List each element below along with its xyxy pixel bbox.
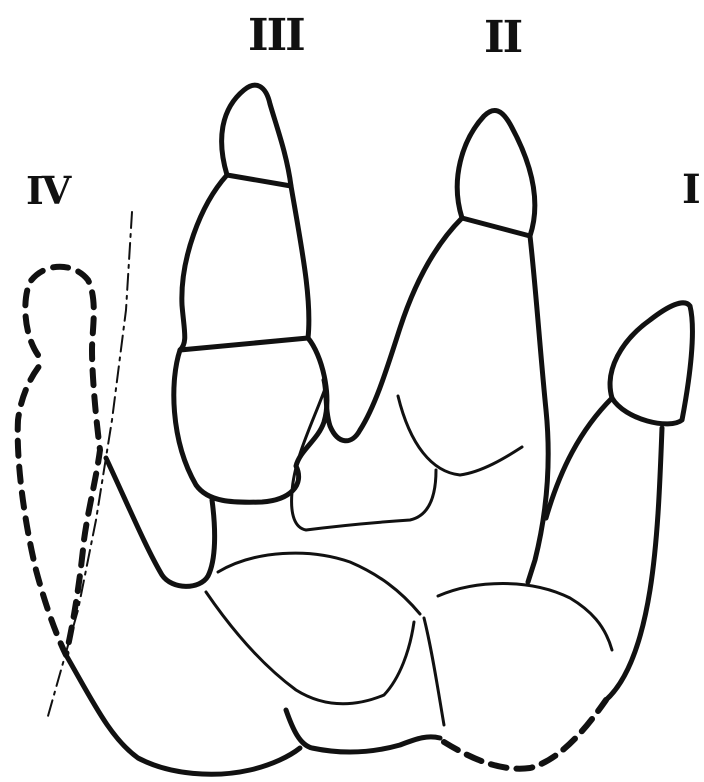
pad-creases [206, 386, 612, 725]
digit-iii-ungual-pad [222, 85, 291, 186]
digit-iii-phalanx-pad [180, 175, 309, 350]
heel-right-dashed [444, 700, 606, 769]
digit-i-ungual-pad [610, 303, 692, 424]
digit-i-inner-edge [546, 398, 612, 518]
crease-interdigital-pad [292, 386, 436, 530]
crease-center-vertical [424, 618, 444, 725]
heel-outline [66, 655, 606, 774]
heel-left-edge [66, 655, 300, 774]
crease-metatarsal-left [218, 553, 420, 614]
digit-iii-outer-edge [106, 458, 215, 586]
digit-iii-label: III [248, 14, 304, 58]
digit-iv-dashed-outline [18, 267, 100, 655]
digit-i-outer-edge [606, 428, 662, 700]
heel-center-edge [286, 710, 440, 752]
crease-metatarsal-lower [206, 592, 414, 704]
digit-ii-ungual-pad [457, 110, 535, 236]
digit-ii-inner-edge [528, 236, 548, 582]
digit-ii-outer-edge [324, 218, 462, 441]
digit-i-outline [546, 303, 692, 700]
crease-metatarsal-right [438, 584, 612, 651]
digit-ii-label: II [484, 16, 521, 60]
digit-iv-label: IV [26, 172, 69, 210]
crease-digit-ii-lower [398, 396, 522, 475]
digit-iii-outline [106, 85, 327, 586]
digit-i-label: I [682, 170, 699, 210]
digit-ii-outline [324, 110, 548, 582]
digit-iii-proximal-pad [174, 338, 327, 502]
